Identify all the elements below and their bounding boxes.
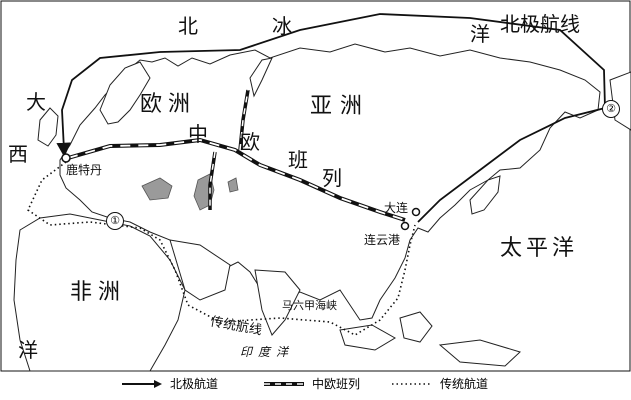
japan	[469, 175, 501, 215]
southeast-asia-islands	[339, 324, 396, 351]
british-isles	[37, 107, 59, 147]
map-canvas	[0, 0, 631, 372]
rail-branch-north-inner	[239, 89, 249, 151]
label-asia: 亚洲	[310, 94, 371, 119]
black-sea	[141, 177, 173, 201]
aral-sea	[227, 177, 239, 193]
label-rail-ou: 欧	[240, 130, 260, 154]
rotterdam-point	[61, 153, 71, 163]
legend-item-arctic: 北极航道	[120, 375, 218, 392]
rail-branch-south-inner	[209, 151, 216, 210]
label-malacca: 马六甲海峡	[282, 299, 337, 312]
new-guinea	[438, 339, 521, 367]
label-europe: 欧洲	[140, 92, 197, 117]
label-atlantic-xi: 西	[8, 142, 28, 166]
dalian-point	[411, 207, 421, 217]
map-frame	[0, 0, 631, 372]
novaya-zemlya	[249, 57, 273, 98]
label-arctic-route: 北极航线	[500, 12, 580, 36]
arabian-peninsula	[169, 239, 231, 301]
label-rail-zhong: 中	[188, 122, 208, 146]
legend-label-traditional: 传统航道	[440, 377, 489, 391]
label-north: 北	[178, 14, 198, 38]
legend-label-arctic: 北极航道	[170, 377, 219, 391]
traditional-route-line	[26, 161, 416, 336]
marker-1: ①	[106, 212, 124, 230]
legend-arrow-icon	[122, 379, 162, 388]
label-atlantic-da: 大	[26, 90, 46, 114]
arctic-route-line	[56, 13, 606, 223]
label-atlantic-yang: 洋	[18, 338, 38, 362]
label-rail-ban: 班	[288, 148, 308, 172]
legend-item-traditional: 传统航道	[390, 375, 488, 392]
label-rail-lie: 列	[322, 166, 342, 190]
legend: 北极航道 中欧班列 传统航道	[0, 372, 631, 400]
label-dalian: 大连	[384, 201, 409, 215]
indian-subcontinent	[254, 269, 301, 336]
label-arctic-ocean-yang: 洋	[470, 22, 490, 46]
legend-rail-icon	[264, 381, 304, 386]
legend-dotted-icon	[392, 382, 432, 385]
label-lianyungang: 连云港	[364, 233, 401, 247]
label-pacific: 太平洋	[500, 236, 579, 261]
lianyungang-point	[400, 221, 410, 231]
legend-label-rail: 中欧班列	[312, 377, 361, 391]
label-indian-ocean: 印度洋	[240, 345, 295, 359]
label-africa: 非洲	[70, 280, 127, 305]
label-rotterdam: 鹿特丹	[66, 163, 103, 177]
legend-item-rail: 中欧班列	[262, 375, 360, 392]
label-ice: 冰	[272, 14, 292, 38]
borneo	[399, 311, 433, 343]
scandinavia	[99, 61, 151, 125]
africa-landmass	[13, 213, 186, 372]
marker-2: ②	[602, 100, 620, 118]
china-europe-rail-inner	[67, 139, 406, 221]
